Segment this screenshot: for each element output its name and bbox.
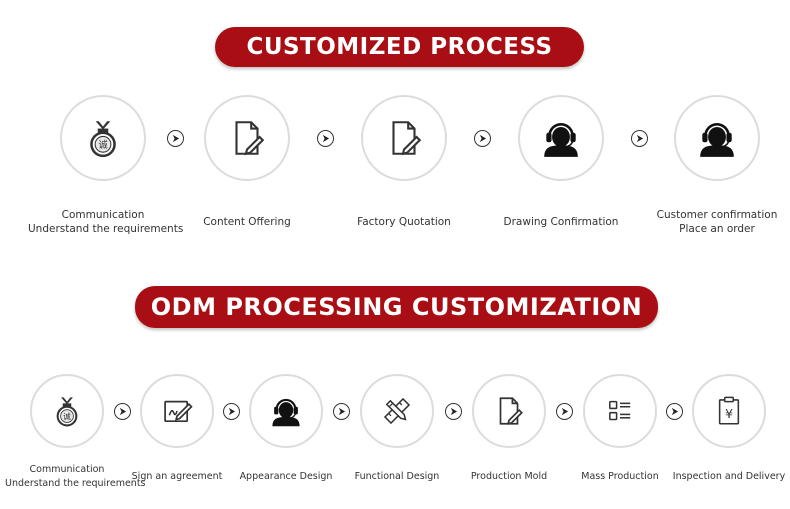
next-step-arrow-icon [113, 402, 131, 420]
step-circle-1: 诚 [60, 95, 146, 181]
step-label-5: Production Mold [447, 470, 571, 484]
next-step-arrow-icon [630, 129, 648, 147]
next-step-arrow-icon [556, 402, 573, 420]
step-circle-3 [249, 374, 323, 448]
step-label-line: Production Mold [470, 471, 548, 482]
step-label-3: Appearance Design [224, 470, 348, 484]
step-label-line: Sign an agreement [131, 471, 223, 482]
step-label-2: Sign an agreement [115, 470, 239, 484]
step-label-6: Mass Production [558, 470, 682, 484]
step-label-line: Factory Quotation [357, 216, 451, 228]
step-circle-3 [361, 95, 447, 181]
next-step-arrow-icon [474, 129, 491, 147]
step-label-4: Drawing Confirmation [486, 215, 636, 229]
step-label-line: Content Offering [203, 216, 291, 228]
medal-glyph: 诚 [98, 139, 108, 151]
step-label-line: Communication [29, 464, 105, 475]
next-step-arrow-icon [317, 129, 334, 147]
step-label-line: Customer confirmation [656, 209, 778, 221]
medal-icon: 诚 [82, 117, 124, 159]
step-label-line: Functional Design [354, 471, 440, 482]
document-edit-icon [492, 394, 526, 428]
step-circle-7: ¥ [692, 374, 766, 448]
next-step-arrow-icon [166, 129, 184, 147]
step-label-4: Functional Design [335, 470, 459, 484]
medal-glyph: 诚 [63, 411, 71, 421]
step-circle-5 [472, 374, 546, 448]
step-circle-2 [204, 95, 290, 181]
step-label-2: Content Offering [172, 215, 322, 229]
step-circle-2 [140, 374, 214, 448]
step-circle-6 [583, 374, 657, 448]
document-edit-icon [226, 117, 268, 159]
next-step-arrow-icon [333, 402, 350, 420]
step-label-line: Appearance Design [239, 471, 333, 482]
customized-process-title: CUSTOMIZED PROCESS [215, 27, 584, 67]
step-circle-4 [360, 374, 434, 448]
step-label-line: Inspection and Delivery [672, 471, 786, 482]
step-circle-4 [518, 95, 604, 181]
clipboard-glyph: ¥ [725, 407, 733, 422]
step-circle-5 [674, 95, 760, 181]
pencil-ruler-icon [380, 394, 414, 428]
grid-list-icon [603, 394, 637, 428]
step-label-7: Inspection and Delivery [667, 470, 790, 484]
headset-person-icon [540, 117, 582, 159]
next-step-arrow-icon [444, 402, 462, 420]
headset-person-icon [269, 394, 303, 428]
headset-person-icon [696, 117, 738, 159]
odm-processing-title: ODM PROCESSING CUSTOMIZATION [135, 286, 658, 328]
clipboard-yen-icon: ¥ [712, 394, 746, 428]
next-step-arrow-icon [223, 402, 240, 420]
step-label-line: Place an order [679, 223, 755, 235]
step-label-3: Factory Quotation [329, 215, 479, 229]
step-circle-1: 诚 [30, 374, 104, 448]
step-label-line: Drawing Confirmation [503, 216, 619, 228]
signature-pen-icon [160, 394, 194, 428]
next-step-arrow-icon [666, 402, 683, 420]
step-label-line: Understand the requirements [28, 223, 184, 235]
document-edit-icon [383, 117, 425, 159]
step-label-line: Mass Production [581, 471, 659, 482]
medal-icon: 诚 [50, 394, 84, 428]
step-label-line: Understand the requirements [5, 478, 146, 489]
step-label-line: Communication [61, 209, 145, 221]
